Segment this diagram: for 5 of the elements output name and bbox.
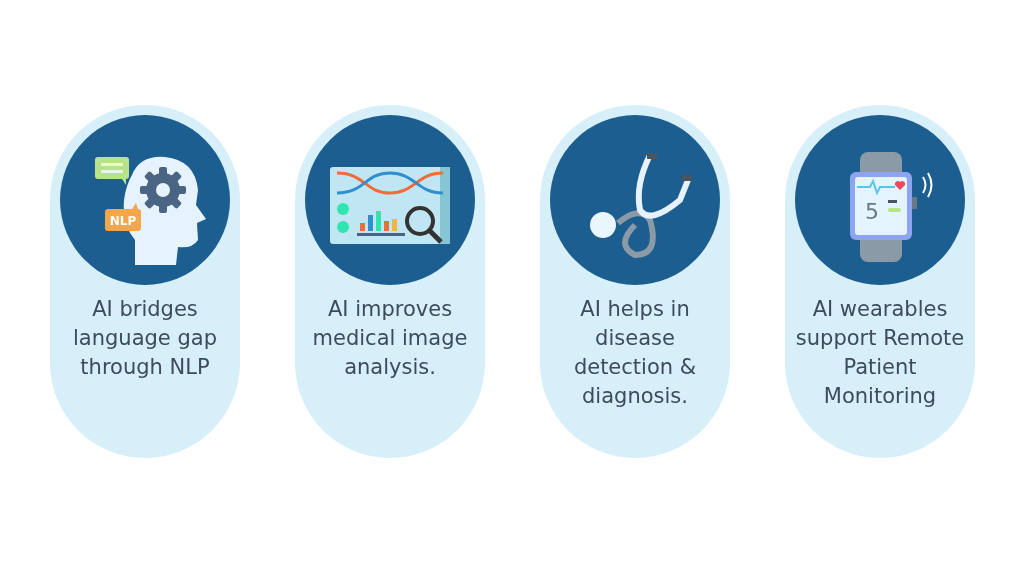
card-text: AI helps in disease detection & diagnosis. xyxy=(572,296,698,410)
card-text: AI bridges language gap through NLP xyxy=(72,296,218,381)
card-text: AI wearables support Remote Patient Monitoring xyxy=(794,296,966,410)
screen-digit: 5 xyxy=(865,199,879,224)
card-text: AI improves medical image analysis. xyxy=(311,296,469,381)
